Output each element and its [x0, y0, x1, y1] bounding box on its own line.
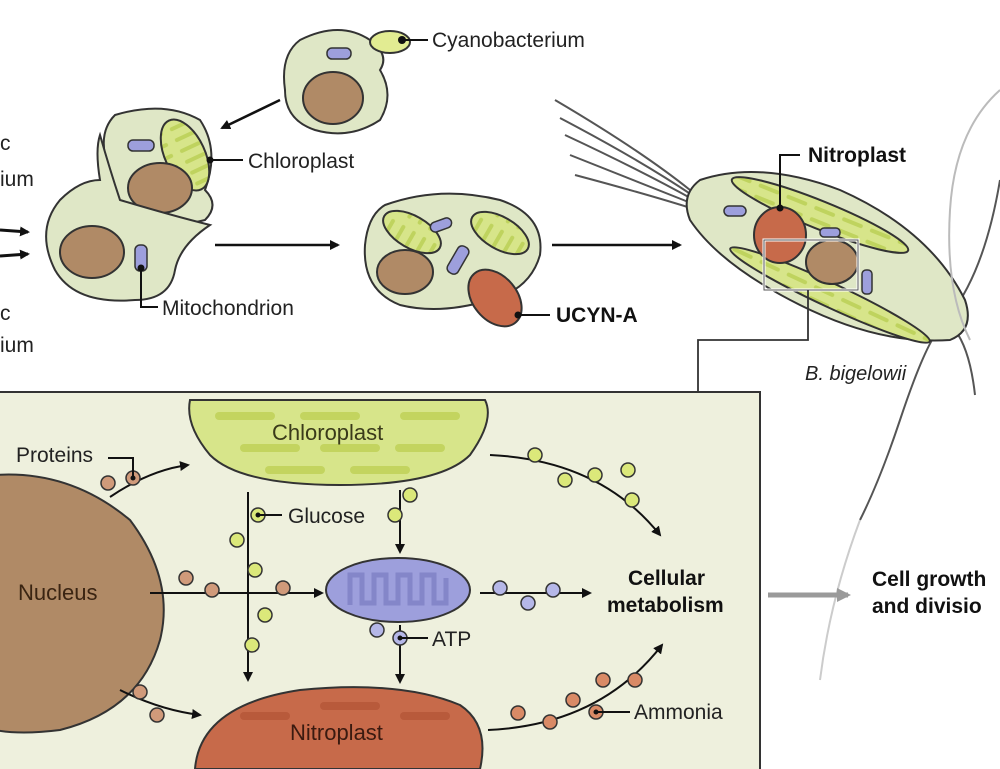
metabolism-label-1: Cellular	[628, 567, 705, 590]
right-cell-edge	[948, 89, 1000, 341]
bigelowii-cell	[554, 99, 1000, 521]
zoom-connector	[697, 290, 809, 392]
arrow-engulf	[220, 98, 281, 130]
host-cell-with-chloroplast	[102, 107, 243, 227]
inset-nucleus	[0, 473, 165, 734]
proteins-flow	[100, 457, 190, 498]
chloroplast-label-top: Chloroplast	[248, 150, 354, 173]
left-label-2b: ium	[0, 334, 34, 357]
inset-chloroplast	[188, 399, 489, 487]
outcome-line-2: and divisio	[872, 595, 982, 618]
glucose-label: Glucose	[288, 505, 365, 528]
proteins-label: Proteins	[16, 444, 93, 467]
nitroplast-label-top: Nitroplast	[808, 144, 906, 167]
ammonia-label: Ammonia	[634, 701, 723, 724]
inset-nucleus-label: Nucleus	[18, 580, 97, 605]
nucleus-mito-flow	[150, 570, 324, 598]
left-label-1a: c	[0, 132, 11, 155]
engulfing-cell	[283, 29, 389, 135]
left-arrow-1	[0, 226, 30, 237]
chloroplast-metabolism-flow	[489, 447, 662, 537]
species-label: B. bigelowii	[805, 363, 907, 385]
atp-label: ATP	[432, 628, 471, 651]
outcome-line-1: Cell growth	[872, 568, 986, 591]
left-label-2a: c	[0, 302, 11, 325]
metabolism-label-2: metabolism	[607, 594, 724, 617]
mitochondrion-label: Mitochondrion	[162, 297, 294, 320]
nucleus-nitroplast-flow	[119, 684, 202, 723]
glucose-flow	[229, 487, 418, 682]
left-label-1b: ium	[0, 168, 34, 191]
atp-flow	[369, 580, 592, 684]
cyanobacterium	[369, 30, 428, 54]
inset-mitochondrion	[325, 557, 471, 623]
ammonia-flow	[487, 643, 664, 731]
ucyna-label: UCYN-A	[556, 304, 638, 327]
cyanobacterium-label: Cyanobacterium	[432, 29, 585, 52]
inset-chloroplast-label: Chloroplast	[272, 420, 383, 445]
inset-nitroplast-label: Nitroplast	[290, 720, 383, 745]
host-cell-lower	[45, 131, 213, 308]
flagellum-tail	[819, 519, 861, 681]
left-arrow-2	[0, 249, 30, 260]
inset-nitroplast	[193, 686, 484, 769]
cell-with-ucyna	[363, 192, 550, 328]
